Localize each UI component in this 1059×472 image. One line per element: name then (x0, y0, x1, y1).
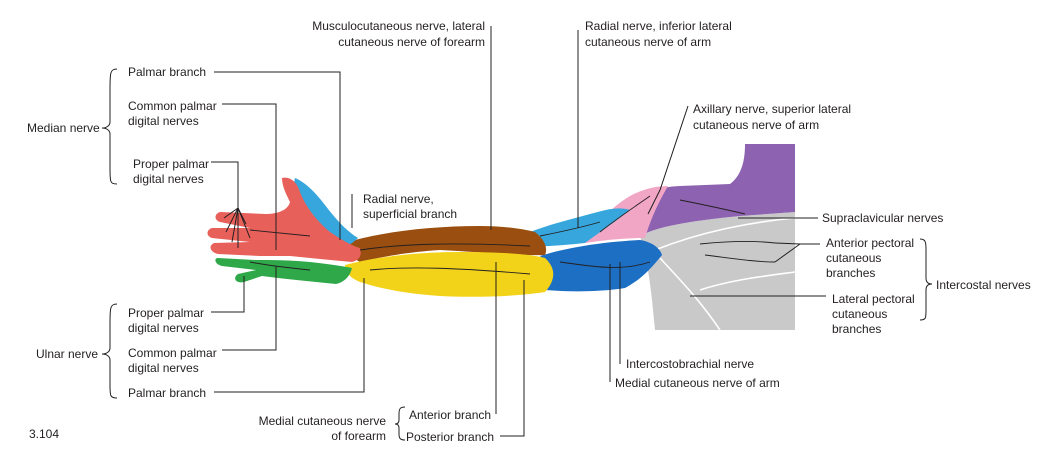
median-nerve-label: Median nerve (27, 121, 100, 135)
musculocutaneous-label-line1: Musculocutaneous nerve, lateral (312, 19, 485, 33)
chest-contour-line (659, 257, 721, 331)
musculocutaneous-label-line2: cutaneous nerve of forearm (338, 35, 485, 49)
posterior-branch-leader (500, 280, 525, 437)
median-common-palmar-label-line1: Common palmar (128, 99, 217, 113)
median-common-palmar-leader (222, 103, 277, 250)
medial-cutaneous-arm-region (540, 240, 662, 292)
nerve-branch-lines (249, 195, 776, 275)
median-proper-palmar-leader (211, 161, 239, 248)
ulnar-nerve-bracket (101, 303, 118, 399)
ulnar-common-palmar-leader (222, 266, 277, 351)
median-proper-palmar-label-line2: digital nerves (133, 172, 204, 186)
axillary-leader (647, 105, 689, 215)
radial-inferior-label-line2: cutaneous nerve of arm (585, 35, 712, 49)
medial-cutaneous-forearm-label-line1: Medial cutaneous nerve (258, 414, 386, 428)
medial-cutaneous-forearm-label-line2: of forearm (331, 429, 386, 443)
medial-cutaneous-forearm-bracket (394, 406, 406, 441)
radial-superficial-label-line1: Radial nerve, (363, 192, 434, 206)
radial-superficial-label-line2: superficial branch (363, 207, 458, 221)
ulnar-palmar-branch-leader (214, 278, 365, 393)
median-nerve-bracket (101, 68, 118, 185)
lateral-pectoral-label-line2: cutaneous (832, 307, 888, 321)
anterior-pectoral-label-line2: cutaneous (826, 251, 882, 265)
ulnar-proper-palmar-label-line2: digital nerves (128, 321, 199, 335)
ulnar-proper-palmar-label-line1: Proper palmar (128, 306, 205, 320)
ulnar-nerve-label: Ulnar nerve (36, 347, 99, 361)
leader-lines (101, 26, 933, 441)
axillary-label-line1: Axillary nerve, superior lateral (693, 102, 852, 116)
figure-number: 3.104 (29, 427, 60, 441)
intercostal-nerves-label: Intercostal nerves (936, 278, 1031, 292)
posterior-branch-label: Posterior branch (406, 430, 495, 444)
medial-cutaneous-forearm-region (345, 252, 554, 297)
radial-superficial-region (294, 178, 358, 247)
median-palmar-branch-leader (214, 71, 341, 240)
anterior-pectoral-label-line1: Anterior pectoral (826, 236, 915, 250)
ulnar-common-palmar-label-line1: Common palmar (128, 346, 217, 360)
median-palmar-branch-label: Palmar branch (128, 65, 207, 79)
lateral-pectoral-label-line1: Lateral pectoral (832, 292, 915, 306)
axillary-region (585, 186, 668, 243)
chest-contour-line (654, 217, 796, 251)
median-region (207, 177, 361, 262)
ulnar-proper-palmar-leader (211, 276, 245, 313)
intercostal-nerves-bracket (919, 238, 933, 321)
supraclavicular-label: Supraclavicular nerves (822, 211, 944, 225)
lateral-pectoral-label-line3: branches (832, 322, 882, 336)
ulnar-palmar-branch-label: Palmar branch (128, 386, 207, 400)
chest-contour-line (699, 271, 796, 291)
ulnar-region (215, 258, 352, 284)
radial-inferior-label-line1: Radial nerve, inferior lateral (585, 19, 732, 33)
intercostobrachial-label: Intercostobrachial nerve (626, 357, 755, 371)
anterior-pectoral-label-line3: branches (826, 266, 876, 280)
median-proper-palmar-label-line1: Proper palmar (133, 157, 210, 171)
axillary-label-line2: cutaneous nerve of arm (693, 118, 820, 132)
ulnar-common-palmar-label-line2: digital nerves (128, 361, 199, 375)
median-common-palmar-label-line2: digital nerves (128, 114, 199, 128)
medial-cutaneous-arm-label: Medial cutaneous nerve of arm (615, 376, 780, 390)
anterior-branch-label: Anterior branch (409, 408, 492, 422)
supraclavicular-region (630, 144, 795, 236)
